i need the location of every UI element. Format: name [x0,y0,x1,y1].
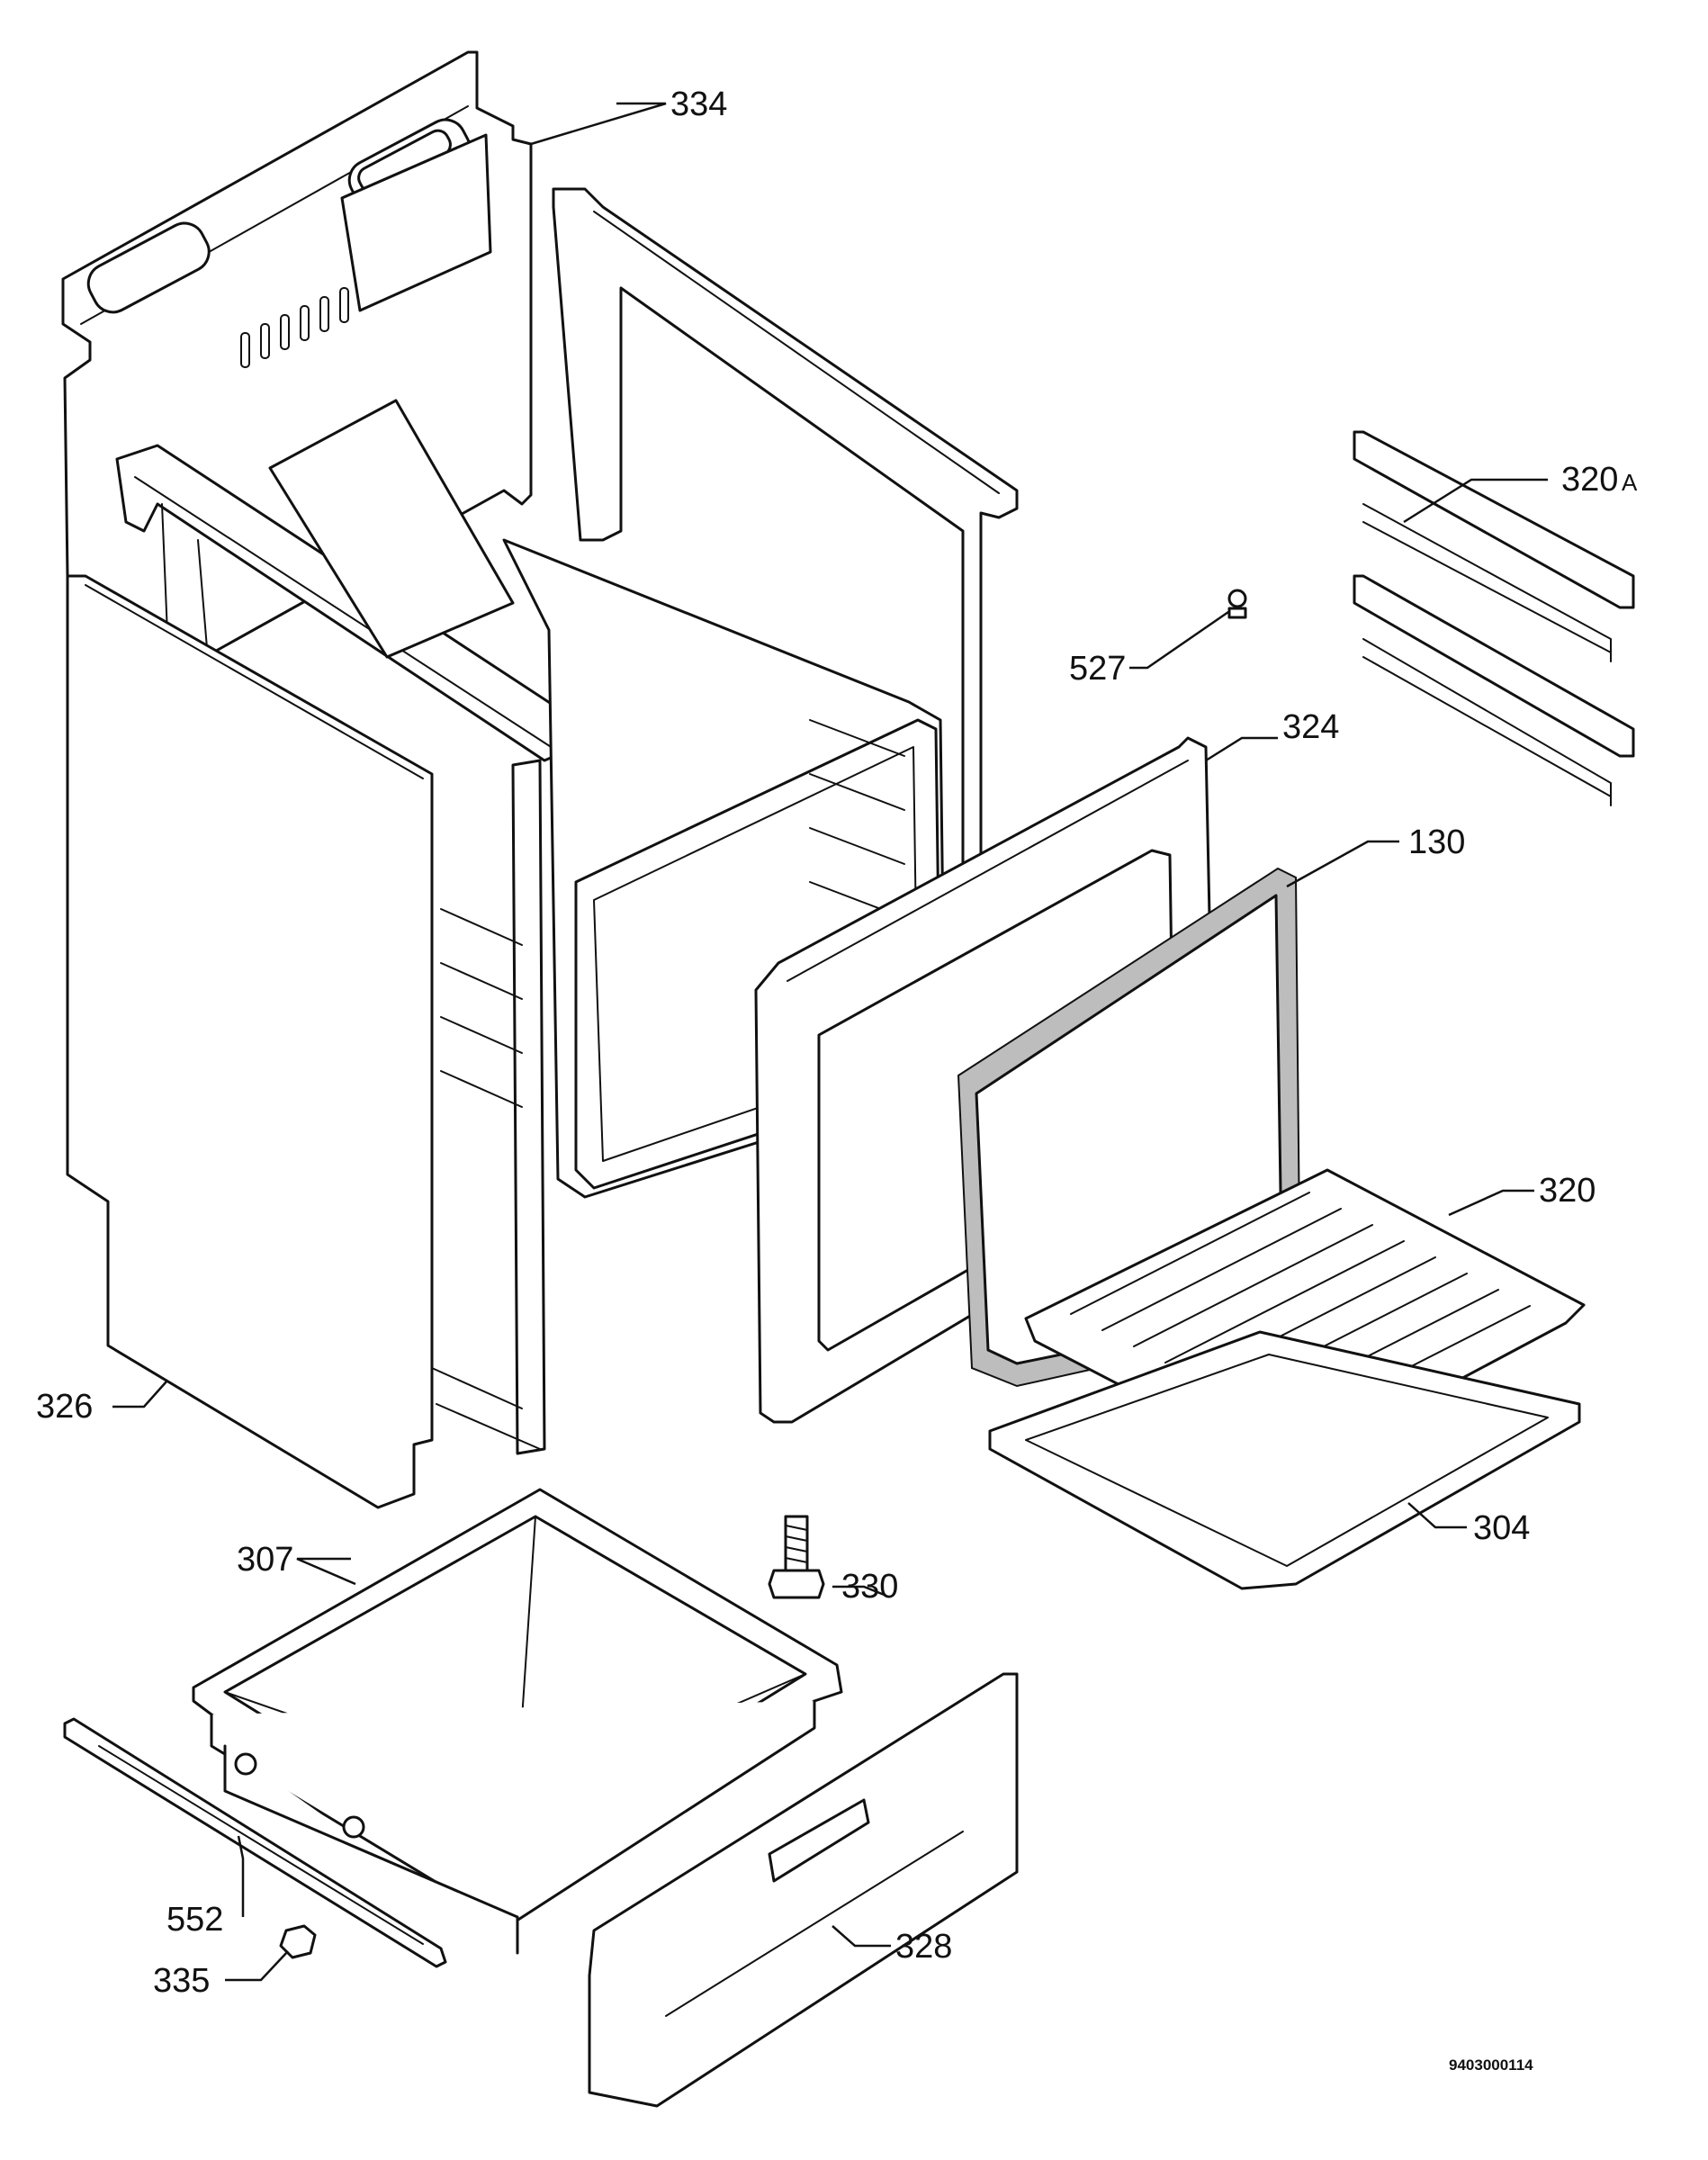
side-runners-320A [1353,430,1635,806]
adjustable-foot-330 [768,1515,825,1599]
screw-335 [279,1924,317,1959]
drawer-box-307 [192,1488,843,1955]
oven-frame [115,187,1019,1455]
label-552: 552 [166,1901,223,1939]
side-panel-326 [66,574,434,1509]
label-307: 307 [237,1541,293,1579]
drawing-code: 9403000114 [1449,2056,1533,2074]
baking-tray-304 [988,1330,1581,1590]
label-130: 130 [1408,824,1465,861]
label-320a: 320 [1561,461,1618,499]
label-328: 328 [895,1928,952,1966]
back-panel-334 [61,50,533,722]
label-334: 334 [670,86,727,123]
screw-527 [1227,589,1247,619]
leader-lines [112,102,1548,1982]
part-number-labels: 334 320 A 527 324 130 320 326 304 307 33… [36,86,1638,2074]
label-330: 330 [841,1568,898,1606]
label-304: 304 [1473,1509,1530,1547]
back-panel-vents [240,287,349,368]
label-320: 320 [1539,1172,1596,1210]
label-320a-suffix: A [1622,469,1638,496]
label-335: 335 [153,1962,210,2000]
label-326: 326 [36,1388,93,1426]
label-324: 324 [1282,708,1339,746]
label-527: 527 [1069,650,1126,688]
drawer-front-328 [588,1672,1019,2108]
drawer-rail-552 [63,1717,447,1968]
